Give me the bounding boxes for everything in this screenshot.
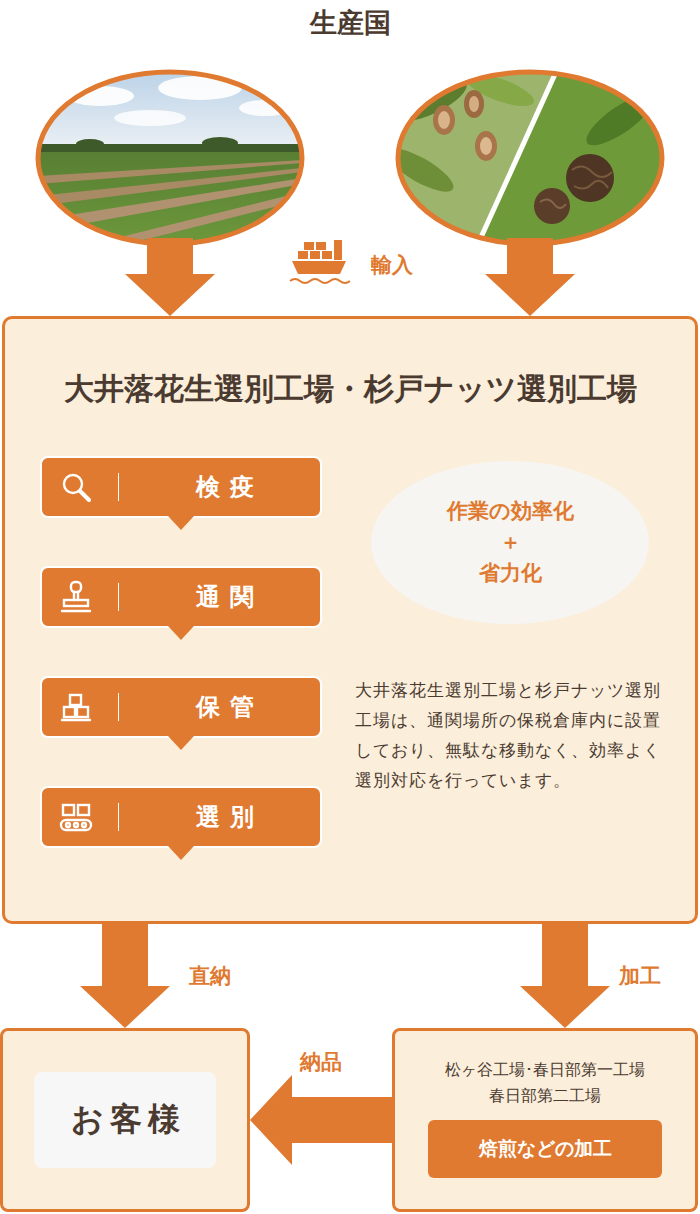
walnut-ground xyxy=(478,72,662,244)
roller xyxy=(82,823,86,827)
customer-label: お客様 xyxy=(34,1072,216,1168)
stamp-neck xyxy=(74,592,78,600)
tab-divider xyxy=(118,803,119,831)
edge-label: 加工 xyxy=(616,962,664,990)
photo-divider xyxy=(478,72,556,244)
process-label: 通関 xyxy=(130,568,320,626)
tab-icon xyxy=(58,579,94,615)
stamp-grip xyxy=(71,582,81,592)
almond xyxy=(464,90,484,118)
roller xyxy=(66,823,70,827)
block-arrow xyxy=(485,238,575,316)
ship-icon xyxy=(290,240,350,283)
panel-description: 大井落花生選別工場と杉戸ナッツ選別工場は、通関場所の保税倉庫内に設置しており、無… xyxy=(355,675,665,795)
leaf xyxy=(381,141,459,200)
benefit-plus: ＋ xyxy=(500,527,521,558)
handle xyxy=(80,491,89,500)
process-label: 選別 xyxy=(130,788,320,846)
belt xyxy=(61,820,91,830)
process-label: 保管 xyxy=(130,678,320,736)
icon-strokes xyxy=(64,475,89,500)
field-photo xyxy=(38,72,302,252)
panel-heading: 大井落花生選別工場・杉戸ナッツ選別工場 xyxy=(5,369,695,409)
ellipse-fill xyxy=(371,461,649,624)
almond xyxy=(480,137,492,155)
pointer-triangle xyxy=(168,516,194,530)
process-label: 検疫 xyxy=(130,458,320,516)
process-tab: 通関 xyxy=(40,566,322,628)
edge-label: 直納 xyxy=(186,962,234,990)
processing-box: 焙煎などの加工 松ヶ谷工場･春日部第一工場 春日部第二工場 xyxy=(392,1028,698,1212)
container xyxy=(298,251,308,259)
box xyxy=(78,805,89,815)
bridge xyxy=(334,240,342,260)
benefit-text: 作業の効率化 xyxy=(447,496,574,527)
cloud xyxy=(114,110,186,126)
tree xyxy=(202,137,238,149)
almond xyxy=(475,131,497,161)
tree xyxy=(76,139,104,149)
almond xyxy=(469,96,479,112)
pointer-triangle xyxy=(168,626,194,640)
sky xyxy=(38,72,302,154)
container xyxy=(310,251,320,259)
import-label: 輸入 xyxy=(371,251,413,279)
stamp-line xyxy=(62,610,90,612)
region-title: 生産国 xyxy=(0,6,700,40)
tab-divider xyxy=(118,473,119,501)
soil-row xyxy=(38,160,302,184)
tab-icon xyxy=(58,689,94,725)
region-group: 生産国 xyxy=(0,0,700,238)
process-tab: 選別 xyxy=(40,786,322,848)
hull xyxy=(292,261,346,274)
pointer-triangle xyxy=(168,846,194,860)
pallet xyxy=(62,719,90,721)
photo-frame xyxy=(398,72,662,244)
box xyxy=(70,695,81,705)
tab-divider xyxy=(118,693,119,721)
walnut-texture xyxy=(540,199,566,208)
processing-label: 焙煎などの加工 xyxy=(479,1136,612,1162)
walnut xyxy=(534,188,570,224)
factory-panel: 検疫通関保管選別 作業の効率化＋省力化 大井落花生選別工場・杉戸ナッツ選別工場大井落… xyxy=(2,316,698,924)
processing-pill: 焙煎などの加工 xyxy=(428,1120,662,1178)
factory-names: 松ヶ谷工場･春日部第一工場 春日部第二工場 xyxy=(395,1057,695,1109)
nut-photo xyxy=(381,67,662,244)
container xyxy=(304,242,314,250)
icon-strokes xyxy=(62,582,90,611)
benefit-ellipse: 作業の効率化＋省力化 xyxy=(370,460,650,625)
process-tab: 検疫 xyxy=(40,456,322,518)
waves xyxy=(290,279,350,283)
benefit-text: 省力化 xyxy=(479,558,542,589)
pointer-triangle xyxy=(168,736,194,750)
stamp-base xyxy=(64,600,88,606)
tab-icon xyxy=(58,469,94,505)
box xyxy=(64,707,75,717)
block-arrow xyxy=(80,924,170,1028)
icon-strokes xyxy=(61,805,91,830)
field xyxy=(38,152,302,252)
block-arrow xyxy=(250,1075,392,1165)
roller xyxy=(74,823,78,827)
container xyxy=(316,242,326,250)
tab-icon xyxy=(58,799,94,835)
container xyxy=(322,251,332,259)
box xyxy=(63,805,74,815)
tab-divider xyxy=(118,583,119,611)
block-arrow xyxy=(520,924,610,1028)
walnut-texture xyxy=(572,166,612,188)
almond xyxy=(433,105,455,135)
block-arrow xyxy=(125,238,215,316)
edge-label: 納品 xyxy=(297,1048,345,1076)
photo-frame xyxy=(38,72,302,244)
icon-strokes xyxy=(62,695,90,720)
process-tab: 保管 xyxy=(40,676,322,738)
almond xyxy=(438,111,450,129)
box xyxy=(77,707,88,717)
customer-box: お客様 xyxy=(0,1028,250,1212)
walnut xyxy=(566,154,614,202)
